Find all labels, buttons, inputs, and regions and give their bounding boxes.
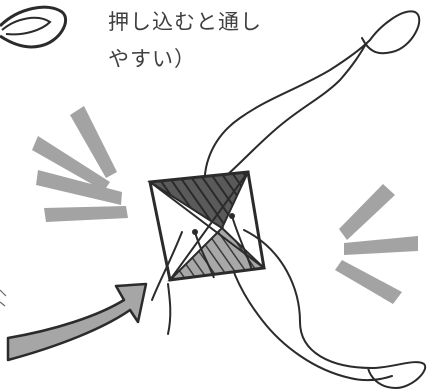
right-burst-icon bbox=[335, 184, 418, 304]
square-knot-icon bbox=[147, 170, 267, 282]
edge-marks bbox=[0, 289, 7, 307]
caption-line-1: 押し込むと通し bbox=[108, 10, 262, 34]
left-burst-icon bbox=[32, 106, 128, 222]
bead-loop-fragment bbox=[0, 5, 68, 49]
caption-text: 押し込むと通し やすい） bbox=[108, 4, 262, 78]
caption-line-2: やすい） bbox=[108, 47, 196, 71]
push-arrow-icon bbox=[6, 282, 148, 362]
